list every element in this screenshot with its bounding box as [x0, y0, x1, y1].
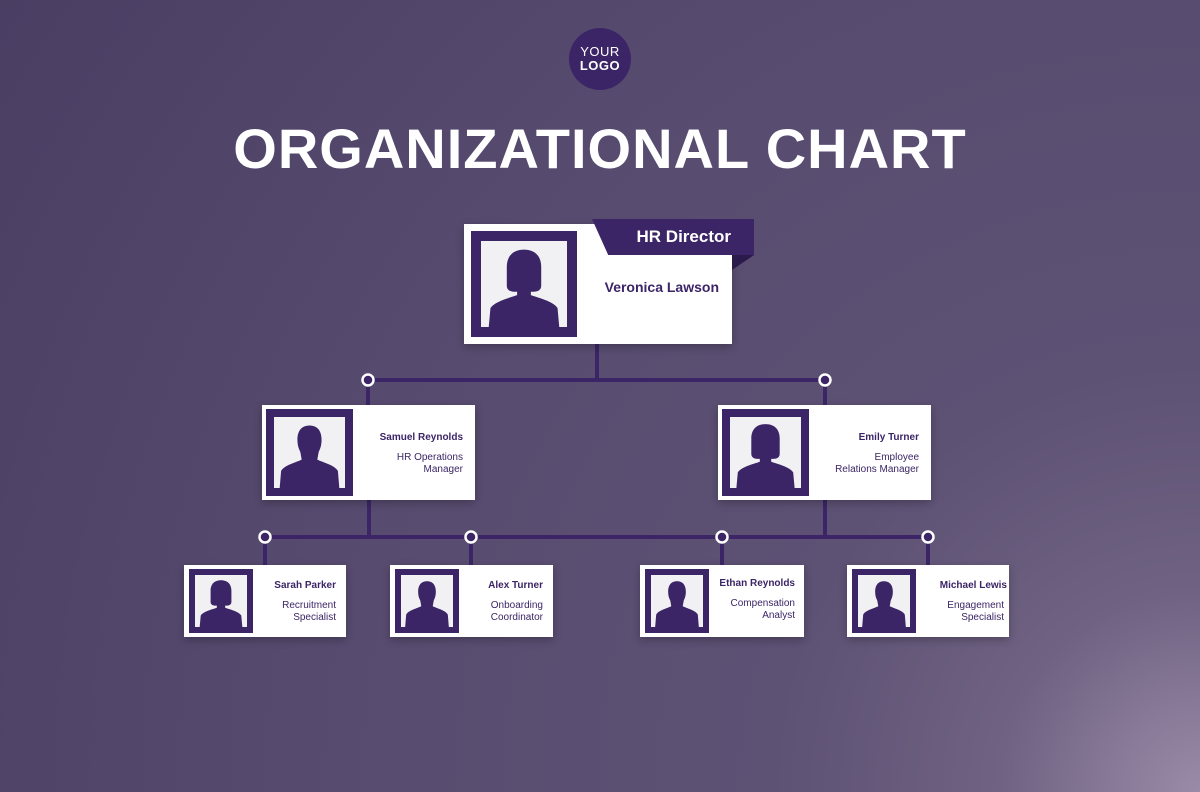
connector-node — [921, 530, 935, 544]
role-line: Engagement — [947, 600, 1004, 611]
avatar — [471, 231, 577, 337]
staff-name: Sarah Parker — [274, 580, 336, 591]
role-line: Compensation — [730, 598, 795, 609]
page-title: ORGANIZATIONAL CHART — [233, 117, 967, 180]
connector-node — [715, 530, 729, 544]
avatar — [722, 409, 809, 496]
director-name: Veronica Lawson — [604, 279, 719, 295]
role-line: Manager — [423, 464, 463, 475]
person-silhouette-icon — [279, 425, 340, 488]
staff-card[interactable]: Michael Lewis Engagement Specialist — [847, 565, 1009, 637]
avatar — [266, 409, 353, 496]
staff-role: Compensation Analyst — [731, 598, 795, 622]
person-silhouette-icon — [862, 581, 906, 627]
manager-name: Samuel Reynolds — [379, 432, 463, 443]
staff-name: Michael Lewis — [939, 580, 1007, 591]
manager-role: HR Operations Manager — [397, 452, 463, 476]
staff-card[interactable]: Ethan Reynolds Compensation Analyst — [640, 565, 804, 637]
role-line: Employee — [874, 452, 919, 463]
role-line: Coordinator — [490, 612, 543, 623]
staff-role: Engagement Specialist — [947, 600, 1004, 624]
staff-card[interactable]: Alex Turner Onboarding Coordinator — [390, 565, 553, 637]
person-silhouette-icon — [405, 581, 449, 627]
manager-role: Employee Relations Manager — [835, 452, 919, 476]
staff-role: Recruitment Specialist — [282, 600, 336, 624]
connector-node — [464, 530, 478, 544]
manager-card[interactable]: Samuel Reynolds HR Operations Manager — [262, 405, 475, 500]
avatar — [395, 569, 459, 633]
connector-node — [818, 373, 832, 387]
role-line: Onboarding — [490, 600, 543, 611]
staff-card[interactable]: Sarah Parker Recruitment Specialist — [184, 565, 346, 637]
logo-line-2: LOGO — [579, 58, 621, 73]
person-silhouette-icon — [488, 249, 560, 327]
staff-role: Onboarding Coordinator — [491, 600, 543, 624]
avatar — [645, 569, 709, 633]
role-line: Specialist — [293, 612, 336, 623]
avatar — [852, 569, 916, 633]
role-line: Recruitment — [282, 600, 336, 611]
company-logo: YOUR LOGO — [569, 28, 631, 90]
role-line: Relations Manager — [835, 464, 919, 475]
connector-node — [258, 530, 272, 544]
role-line: Analyst — [762, 610, 795, 621]
connector-node — [361, 373, 375, 387]
manager-card[interactable]: Emily Turner Employee Relations Manager — [718, 405, 931, 500]
staff-name: Alex Turner — [488, 580, 543, 591]
person-silhouette-icon — [655, 581, 699, 627]
avatar — [189, 569, 253, 633]
director-title-badge: HR Director — [592, 219, 754, 255]
logo-line-1: YOUR — [580, 44, 620, 60]
role-line: Specialist — [961, 612, 1004, 623]
manager-name: Emily Turner — [858, 432, 919, 443]
role-line: HR Operations — [396, 452, 463, 463]
person-silhouette-icon — [199, 580, 243, 627]
person-silhouette-icon — [736, 424, 795, 488]
staff-name: Ethan Reynolds — [719, 578, 795, 589]
